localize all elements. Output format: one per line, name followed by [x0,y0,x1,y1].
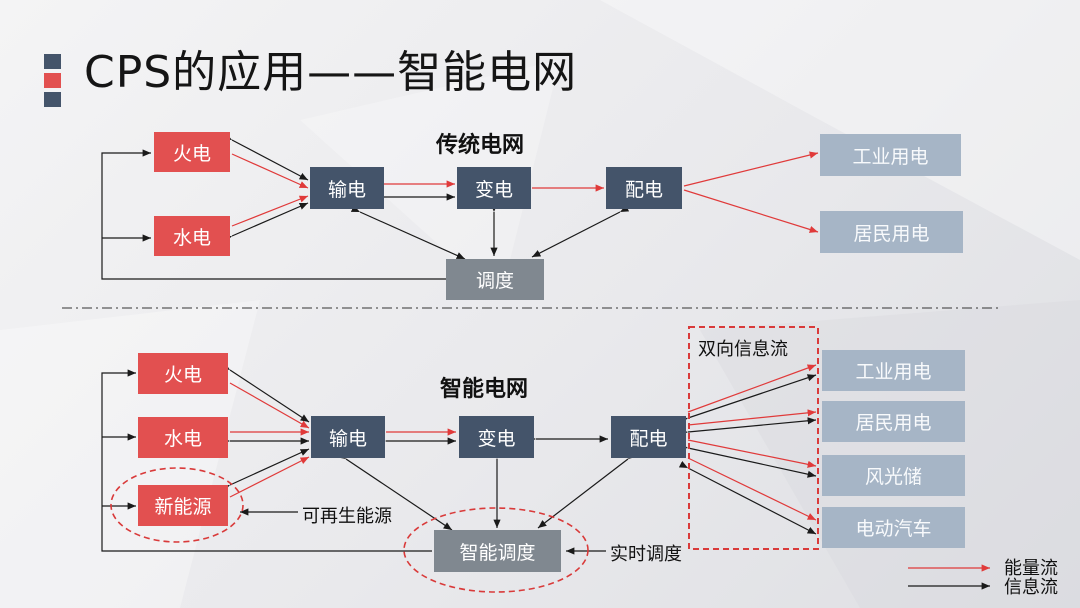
smart-node-thermal-power: 火电 [138,353,228,394]
title-marker-navy [44,54,61,69]
realtime-dispatch-note: 实时调度 [610,544,682,565]
smart-consumer-electric-vehicle: 电动汽车 [822,507,965,548]
smart-node-new-energy: 新能源 [138,485,228,526]
legend-info-flow: 信息流 [1004,577,1058,598]
bidirectional-info-flow-label: 双向信息流 [698,339,788,360]
traditional-grid-heading: 传统电网 [436,133,525,158]
renewable-energy-note: 可再生能源 [302,506,392,527]
node-transmission: 输电 [310,167,384,209]
smart-node-hydro-power: 水电 [138,417,228,458]
page-title: CPS的应用——智能电网 [84,47,578,98]
node-distribution: 配电 [606,167,682,209]
smart-node-intelligent-dispatch: 智能调度 [434,530,561,572]
node-substation: 变电 [457,167,531,209]
smart-node-distribution: 配电 [611,416,686,458]
smart-consumer-industrial: 工业用电 [822,350,965,391]
legend-energy-flow: 能量流 [1004,558,1058,579]
smart-node-transmission: 输电 [311,416,385,458]
consumer-industrial: 工业用电 [820,134,961,176]
node-hydro-power: 水电 [154,216,230,256]
node-thermal-power: 火电 [154,132,230,172]
smart-grid-heading: 智能电网 [440,377,529,402]
smart-consumer-wind-solar-storage: 风光储 [822,455,965,496]
title-marker-navy-2 [44,92,61,107]
node-dispatch: 调度 [446,259,544,300]
title-marker-red [44,73,61,88]
smart-node-substation: 变电 [459,416,534,458]
consumer-residential: 居民用电 [820,211,963,253]
smart-consumer-residential: 居民用电 [822,401,965,442]
